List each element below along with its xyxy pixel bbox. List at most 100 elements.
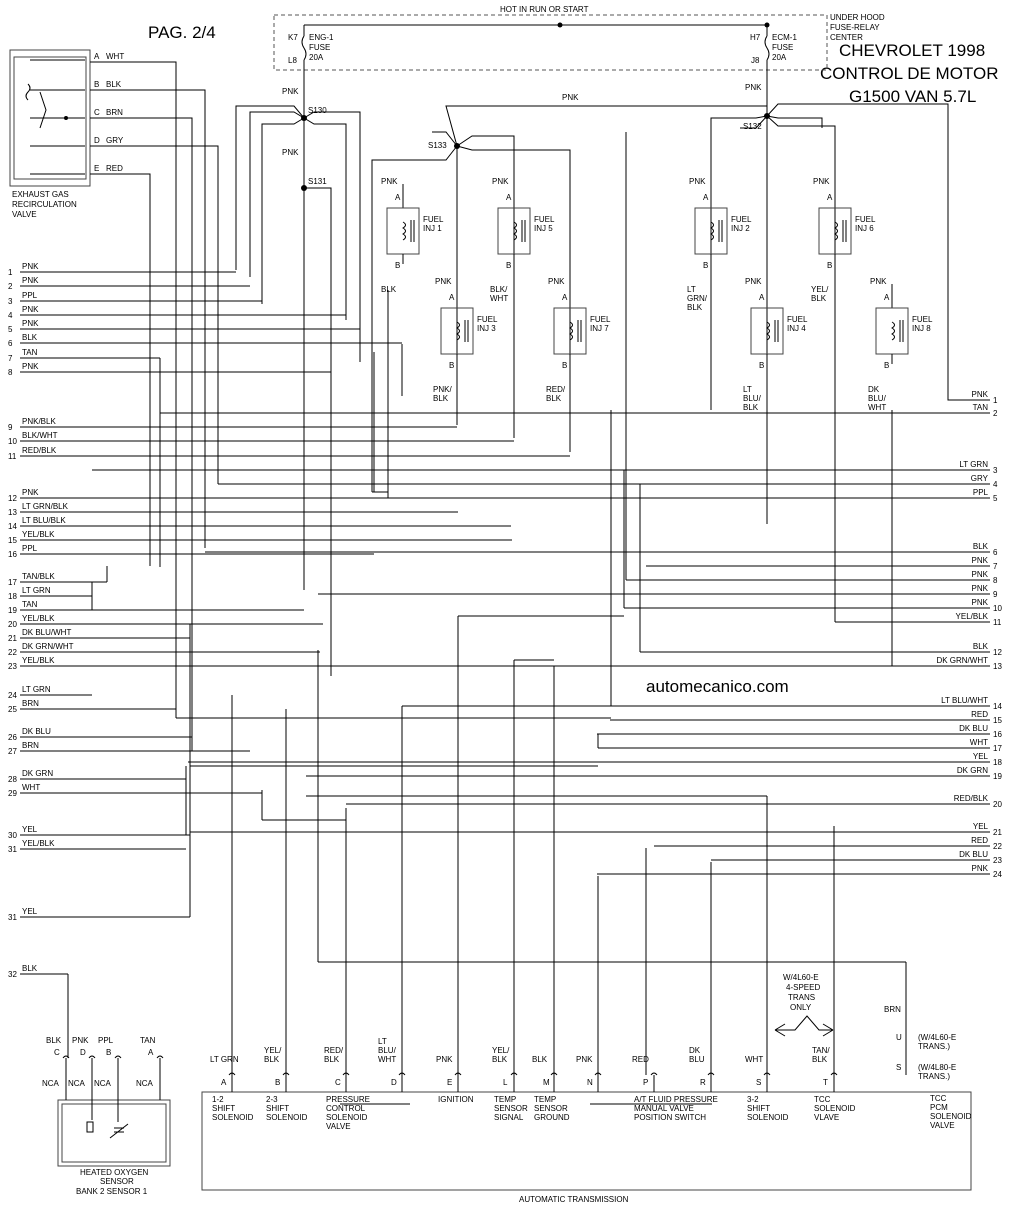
o2-pin-letter: B: [106, 1048, 111, 1057]
fuse2-top-pin: H7: [750, 33, 761, 42]
injector-out-wire: YEL/: [811, 285, 829, 294]
left-terminal-wire: YEL/BLK: [22, 839, 55, 848]
left-terminal-wire: YEL: [22, 907, 38, 916]
injector-pin-b: B: [395, 261, 400, 270]
left-terminal-number: 31: [8, 845, 17, 854]
injector-name: FUEL: [590, 315, 611, 324]
right-terminal-number: 2: [993, 409, 998, 418]
left-terminal-number: 17: [8, 578, 17, 587]
trans-pin-label: 2-3: [266, 1095, 278, 1104]
injector-number: INJ 8: [912, 324, 931, 333]
left-terminal-wire: LT GRN: [22, 685, 51, 694]
right-terminal-number: 23: [993, 856, 1002, 865]
trans-pin-label: SOLENOID: [747, 1113, 789, 1122]
left-terminal-number: 9: [8, 423, 13, 432]
injector-in-wire: PNK: [435, 277, 452, 286]
injector-name: FUEL: [731, 215, 752, 224]
splice-s133: S133: [428, 141, 447, 150]
trans-wire-label: TAN/: [812, 1046, 830, 1055]
left-terminal-number: 24: [8, 691, 17, 700]
injector-in-wire: PNK: [548, 277, 565, 286]
injector-number: INJ 4: [787, 324, 806, 333]
fuse1-rating: 20A: [309, 53, 324, 62]
left-terminal-number: 11: [8, 452, 17, 461]
injector-out-wire: LT: [743, 385, 752, 394]
injector-name: FUEL: [912, 315, 933, 324]
note-4l60-4: ONLY: [790, 1003, 812, 1012]
injector-pin-b: B: [884, 361, 889, 370]
trans-pin-label: SOLENOID: [930, 1112, 972, 1121]
right-terminal-number: 13: [993, 662, 1002, 671]
fuse2-word: FUSE: [772, 43, 793, 52]
left-terminal-wire: DK BLU: [22, 727, 51, 736]
injector-out-wire: WHT: [490, 294, 508, 303]
injector-out-wire: BLK: [546, 394, 562, 403]
left-terminal-wire: PNK/BLK: [22, 417, 56, 426]
injector-name: FUEL: [855, 215, 876, 224]
trans-pin-letter: L: [503, 1078, 508, 1087]
o2-wire: TAN: [140, 1036, 156, 1045]
right-terminal-number: 24: [993, 870, 1002, 879]
injector-in-wire: PNK: [745, 277, 762, 286]
hot-in-run-label: HOT IN RUN OR START: [500, 5, 589, 14]
trans-pin-label: MANUAL VALVE: [634, 1104, 694, 1113]
right-terminal-number: 14: [993, 702, 1002, 711]
o2-wire: PNK: [72, 1036, 89, 1045]
trans-pin-letter: N: [587, 1078, 593, 1087]
trans-pin-letter: D: [391, 1078, 397, 1087]
egr-pin-d: D: [94, 136, 100, 145]
trans-wire-label: WHT: [745, 1055, 763, 1064]
right-terminal-wire: BLK: [973, 542, 989, 551]
left-terminal-11: 11 RED/BLK: [8, 446, 570, 461]
trans-pin-label: IGNITION: [438, 1095, 474, 1104]
injector-number: INJ 1: [423, 224, 442, 233]
left-terminal-9: 9 PNK/BLK: [8, 417, 457, 432]
trans-wire-label: BLK: [264, 1055, 280, 1064]
injector-name: FUEL: [787, 315, 808, 324]
center-label-3: CENTER: [830, 33, 863, 42]
right-terminal-wire: WHT: [970, 738, 988, 747]
injector-pin-b: B: [449, 361, 454, 370]
o2-nca: NCA: [94, 1079, 112, 1088]
injector-pin-b: B: [506, 261, 511, 270]
injector-out-wire: GRN/: [687, 294, 708, 303]
egr-label-2: RECIRCULATION: [12, 200, 77, 209]
trans-wire-label: BLU: [689, 1055, 705, 1064]
trans-pin-letter: A: [221, 1078, 227, 1087]
left-terminal-24: 24 LT GRN: [8, 685, 92, 700]
left-terminal-wire: LT GRN/BLK: [22, 502, 69, 511]
left-terminal-wire: RED/BLK: [22, 446, 57, 455]
injector-out-wire: WHT: [868, 403, 886, 412]
fuse2-rating: 20A: [772, 53, 787, 62]
o2-pin-letter: C: [54, 1048, 60, 1057]
right-terminal-wire: RED/BLK: [954, 794, 989, 803]
left-terminal-wire: YEL: [22, 825, 38, 834]
heated-oxygen-sensor: HEATED OXYGEN SENSOR BANK 2 SENSOR 1 BLK…: [42, 974, 171, 1196]
trans-wire-label: BLK: [532, 1055, 548, 1064]
left-terminal-wire: BLK: [22, 964, 38, 973]
pnk-label-b: PNK: [282, 148, 299, 157]
o2-label-3: BANK 2 SENSOR 1: [76, 1187, 148, 1196]
